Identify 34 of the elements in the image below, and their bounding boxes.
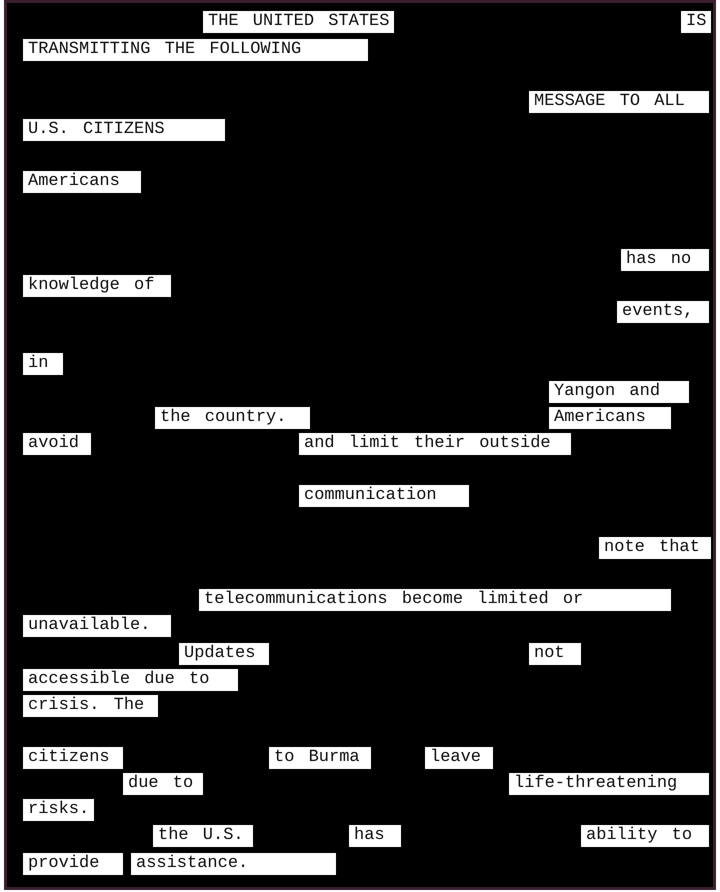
text-fragment: unavailable. xyxy=(23,615,171,637)
text-fragment: leave xyxy=(425,747,493,769)
text-fragment: life-threatening xyxy=(509,773,709,795)
text-fragment: THE UNITED STATES xyxy=(203,11,394,33)
text-fragment: citizens xyxy=(23,747,123,769)
text-fragment: the U.S. xyxy=(153,825,253,847)
text-fragment: assistance. xyxy=(131,853,336,875)
text-fragment: risks. xyxy=(23,799,94,821)
text-fragment: to Burma xyxy=(269,747,371,769)
text-fragment: has no xyxy=(621,249,709,271)
text-fragment: the country. xyxy=(155,407,310,429)
text-fragment: has xyxy=(349,825,401,847)
text-fragment: Updates xyxy=(179,643,269,665)
text-fragment: provide xyxy=(23,853,123,875)
text-fragment: not xyxy=(529,643,581,665)
text-fragment: Americans xyxy=(23,171,141,193)
text-fragment: due to xyxy=(123,773,203,795)
text-fragment: IS xyxy=(681,11,712,33)
text-fragment: accessible due to xyxy=(23,669,238,691)
text-fragment: ability to xyxy=(581,825,709,847)
text-fragment: TRANSMITTING THE FOLLOWING xyxy=(23,39,368,61)
text-fragment: communication xyxy=(299,485,469,507)
text-fragment: crisis. The xyxy=(23,695,158,717)
text-fragment: Americans xyxy=(549,407,671,429)
text-fragment: U.S. CITIZENS xyxy=(23,119,225,141)
text-fragment: note that xyxy=(599,537,711,559)
text-fragment: telecommunications become limited or xyxy=(199,589,671,611)
text-fragment: events, xyxy=(617,301,709,323)
text-fragment: MESSAGE TO ALL xyxy=(529,91,709,113)
text-fragment: knowledge of xyxy=(23,275,171,297)
text-fragment: avoid xyxy=(23,433,91,455)
text-fragment: in xyxy=(23,353,63,375)
text-fragment: and limit their outside xyxy=(299,433,571,455)
text-fragment: Yangon and xyxy=(549,381,689,403)
